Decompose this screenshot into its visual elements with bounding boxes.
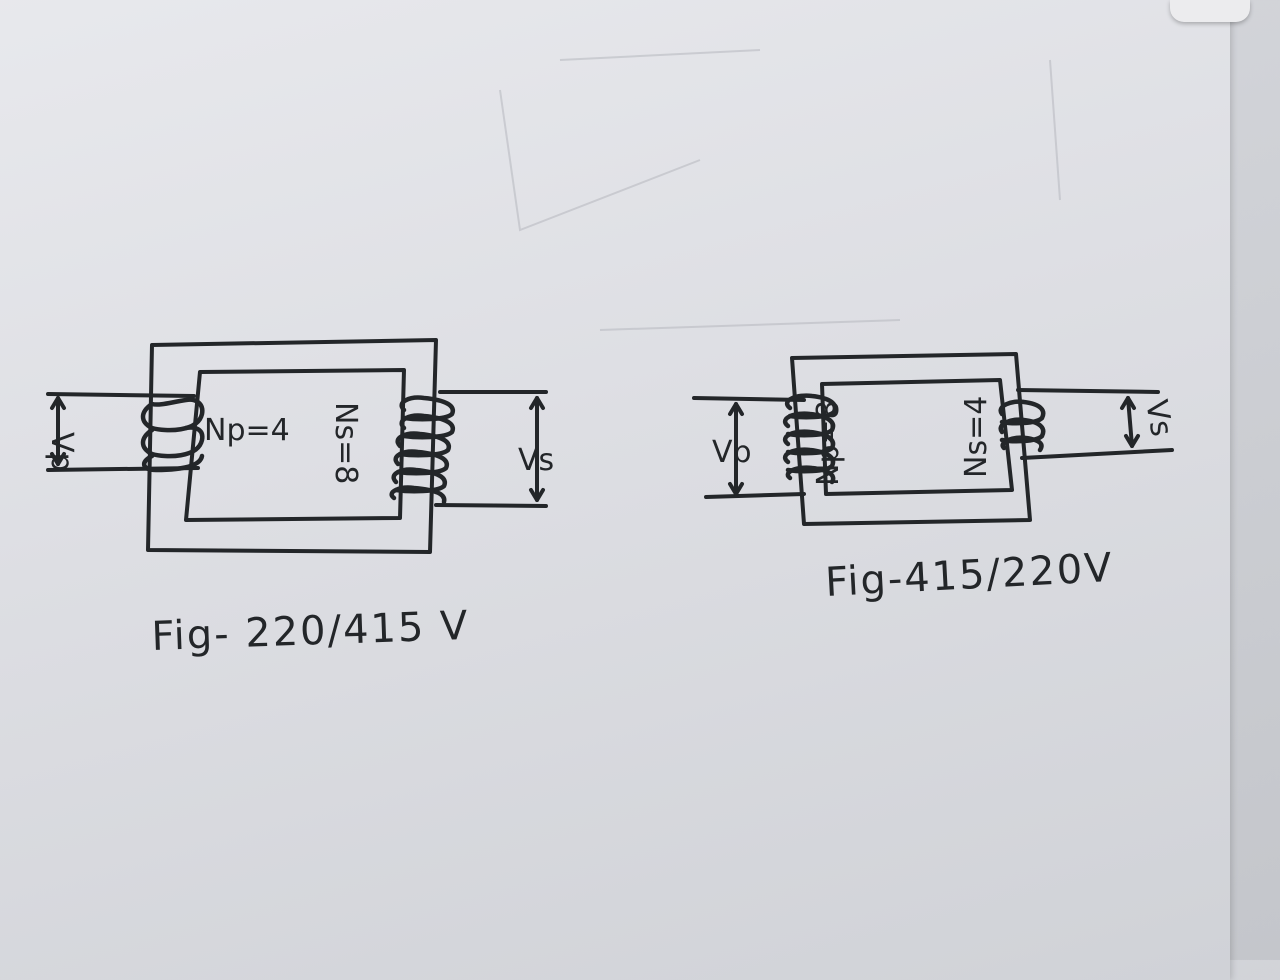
primary-voltage-label: Vp: [44, 432, 79, 472]
core-window: [184, 368, 406, 522]
primary-turns-label: Np=8: [811, 400, 846, 486]
figure-2: Vp Np=8 Vs Ns=4 Fig-415/220V: [692, 352, 1179, 606]
primary-lead-bottom: [704, 492, 806, 499]
secondary-turns-label: Ns=8: [328, 402, 363, 484]
primary-voltage-arrow: [50, 396, 66, 466]
primary-coil: [140, 397, 205, 473]
primary-voltage-arrow: [728, 402, 744, 496]
core-outer: [146, 338, 438, 554]
primary-coil: [783, 393, 838, 485]
secondary-coil: [998, 399, 1046, 453]
figure-2-caption: Fig-415/220V: [824, 545, 1115, 606]
secondary-coil: [389, 395, 456, 505]
secondary-voltage-label: Vs: [518, 443, 554, 478]
secondary-lead-top: [1016, 388, 1160, 394]
secondary-voltage-label: Vs: [1138, 397, 1179, 439]
primary-lead-top: [46, 392, 196, 398]
secondary-turns-label: Ns=4: [959, 396, 994, 478]
binder-clip: [1170, 0, 1250, 22]
secondary-voltage-arrow: [1120, 396, 1140, 448]
paper-sheet: [0, 0, 1230, 980]
core-window: [820, 378, 1014, 496]
figure-1-caption: Fig- 220/415 V: [151, 603, 470, 660]
primary-lead-top: [692, 396, 806, 402]
secondary-voltage-arrow: [529, 396, 545, 502]
primary-voltage-label: Vp: [712, 435, 752, 470]
show-through-marks: [499, 49, 1061, 331]
primary-turns-label: Np=4: [204, 413, 290, 448]
transformer-sketches: Vp Np=4 Vs Ns=8 Fig- 220/415 V: [44, 49, 1179, 660]
figure-1: Vp Np=4 Vs Ns=8 Fig- 220/415 V: [44, 338, 554, 660]
secondary-lead-bottom: [434, 503, 548, 508]
secondary-lead-bottom: [1020, 448, 1174, 460]
